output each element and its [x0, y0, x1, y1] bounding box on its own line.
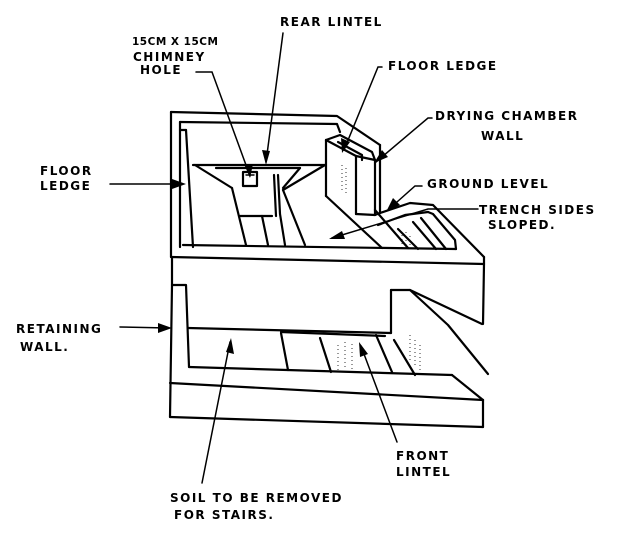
leader-chimney-hole	[195, 71, 251, 177]
label-ground-level: Ground Level	[427, 177, 550, 191]
label-soil-removed: Soil to be Removed	[170, 491, 343, 505]
leader-soil-removed	[201, 341, 231, 484]
label-chimney: Chimney	[133, 50, 206, 64]
label-trench-sloped: Sloped.	[488, 218, 557, 232]
label-front-lintel: Lintel	[396, 465, 452, 479]
lower-chamber-outline	[168, 283, 490, 429]
leader-lines	[109, 32, 479, 484]
leader-rear-lintel	[265, 32, 284, 163]
label-chimney-hole-size: 15cm x 15cm	[132, 36, 219, 48]
label-drying-chamber-wall: Wall	[481, 129, 525, 143]
leader-front-lintel	[360, 345, 398, 443]
label-floor-ledge-left-1: Floor	[40, 164, 93, 178]
label-hole: Hole	[140, 63, 183, 77]
label-floor-ledge-left-2: Ledge	[40, 179, 92, 193]
leader-drying-chamber-wall	[375, 117, 433, 163]
label-trench-sides: Trench Sides	[479, 203, 596, 217]
label-retaining-wall: Wall.	[20, 340, 70, 354]
label-drying-chamber: Drying Chamber	[435, 109, 579, 123]
upper-chamber-outline	[169, 110, 486, 326]
label-for-stairs: for Stairs.	[174, 508, 275, 522]
label-retaining: Retaining	[16, 322, 103, 336]
label-front: Front	[396, 449, 450, 463]
label-rear-lintel: Rear Lintel	[280, 15, 383, 29]
leader-floor-ledge-top	[343, 66, 383, 151]
label-floor-ledge-top: Floor Ledge	[388, 59, 498, 73]
leader-trench-sides	[331, 208, 479, 239]
